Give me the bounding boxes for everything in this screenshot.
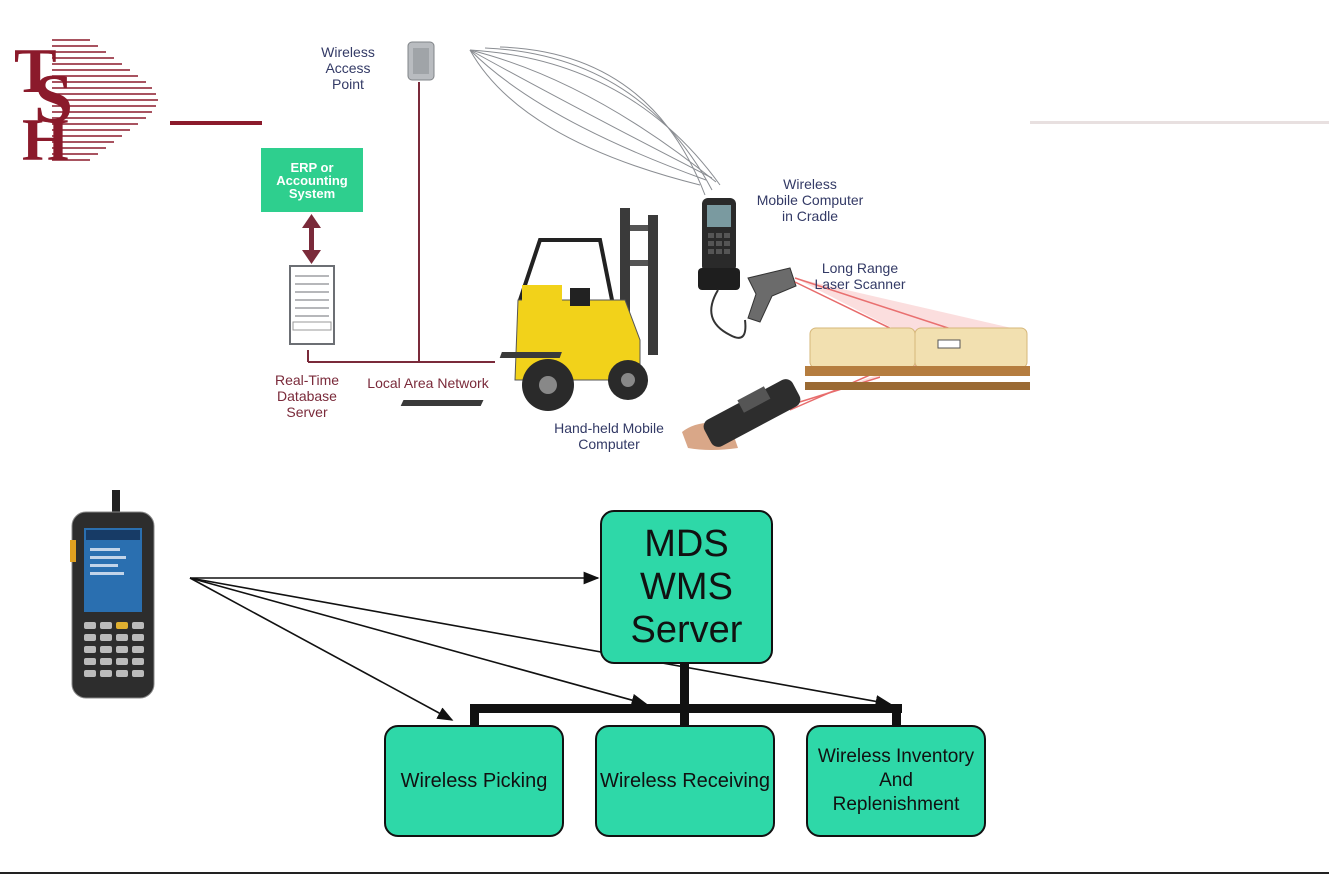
wireless-signal-arcs (469, 46, 721, 196)
erp-system-box: ERP or Accounting System (261, 148, 363, 212)
handheld-label: Hand-held Mobile Computer (554, 420, 664, 452)
access-point-icon (407, 41, 435, 81)
lan-label: Local Area Network (367, 375, 489, 391)
laser-scanner-label: Long Range Laser Scanner (814, 260, 906, 292)
mobile-computer-icon (698, 198, 747, 339)
device-arrows (189, 571, 892, 721)
mobile-cradle-label: Wireless Mobile Computer in Cradle (756, 176, 864, 224)
wireless-receiving-box: Wireless Receiving (595, 725, 775, 837)
tsh-logo: T S H (14, 35, 158, 173)
header-rule-right (1030, 121, 1329, 124)
access-point-label: Wireless Access Point (321, 44, 375, 92)
laser-scanner-icon (747, 267, 797, 323)
wireless-picking-box: Wireless Picking (384, 725, 564, 837)
svg-text:H: H (22, 107, 69, 173)
erp-db-arrow (302, 214, 321, 264)
db-server-label: Real-Time Database Server (274, 372, 340, 420)
forklift-icon (400, 208, 658, 411)
network-lines (307, 82, 495, 363)
wms-server-box: MDS WMS Server (600, 510, 773, 664)
mobile-device-icon (70, 490, 155, 699)
database-server-icon (289, 265, 335, 345)
pallet-icon (805, 327, 1030, 390)
svg-text:S: S (34, 61, 73, 138)
handheld-scanner-icon (682, 379, 801, 450)
wireless-inventory-box: Wireless Inventory And Replenishment (806, 725, 986, 837)
header-rule-left (170, 121, 262, 125)
footer-rule (0, 872, 1329, 874)
tree-connectors (470, 664, 902, 726)
svg-text:T: T (14, 35, 57, 106)
